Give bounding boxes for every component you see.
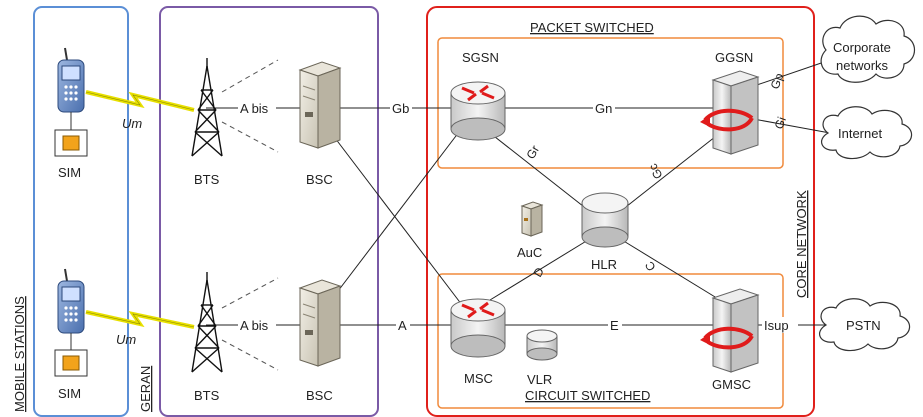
bsc-server-top-icon [298, 61, 342, 149]
sgsn-label: SGSN [462, 50, 499, 65]
bts-tower-top-icon [191, 58, 223, 157]
sim-card-top-icon [54, 129, 88, 157]
mobile-phone-bottom-icon [57, 268, 85, 334]
radio-link-bottom-icon [85, 310, 195, 329]
geran-label: GERAN [138, 366, 153, 412]
gmsc-gateway-icon [700, 288, 760, 373]
e-interface-label: E [610, 318, 619, 333]
mobile-phone-top-icon [57, 47, 85, 113]
internet-cloud [820, 106, 913, 160]
sim-top-label: SIM [58, 165, 81, 180]
vlr-label: VLR [527, 372, 552, 387]
sgsn-router-icon [450, 81, 506, 141]
corporate-cloud-line2: networks [836, 58, 889, 73]
gmsc-label: GMSC [712, 377, 751, 392]
um-bottom-label: Um [116, 332, 136, 347]
hlr-database-icon [581, 192, 629, 248]
geran-box [159, 6, 379, 417]
bsc-server-bottom-icon [298, 279, 342, 367]
packet-switched-box [437, 37, 784, 169]
gp-interface-label: Gp [768, 71, 787, 91]
bts-bottom-label: BTS [194, 388, 220, 403]
gr-interface-label: Gr [523, 143, 542, 162]
pstn-cloud [818, 298, 911, 352]
circuit-switched-label: CIRCUIT SWITCHED [525, 388, 650, 403]
auc-label: AuC [517, 245, 542, 260]
isup-interface-label: Isup [764, 318, 789, 333]
radio-link-top-icon [85, 90, 195, 112]
bsc-bottom-label: BSC [306, 388, 333, 403]
pstn-cloud-label: PSTN [846, 318, 881, 333]
corporate-networks-cloud [820, 15, 916, 83]
ggsn-label: GGSN [715, 50, 753, 65]
bts-sector-lines [221, 59, 279, 371]
sim-card-bottom-icon [54, 349, 88, 377]
auc-server-icon [520, 201, 544, 237]
sim-bottom-label: SIM [58, 386, 81, 401]
abis-bottom-label: A bis [240, 318, 269, 333]
bts-tower-bottom-icon [191, 272, 223, 373]
internet-cloud-label: Internet [838, 126, 882, 141]
gb-interface-label: Gb [392, 101, 409, 116]
a-interface-label: A [398, 318, 407, 333]
circuit-switched-box [437, 273, 784, 409]
bts-top-label: BTS [194, 172, 220, 187]
abis-top-label: A bis [240, 101, 269, 116]
hlr-label: HLR [591, 257, 617, 272]
connection-lines [206, 59, 831, 326]
vlr-database-icon [526, 329, 558, 361]
gc-interface-label: Gc [646, 161, 666, 181]
core-network-box [426, 6, 815, 417]
gi-interface-label: Gi [772, 115, 789, 131]
corporate-cloud-line1: Corporate [833, 40, 891, 55]
bsc-top-label: BSC [306, 172, 333, 187]
mobile-stations-label: MOBILE STATIONS [12, 296, 27, 412]
core-network-label: CORE NETWORK [794, 190, 809, 298]
msc-label: MSC [464, 371, 493, 386]
packet-switched-label: PACKET SWITCHED [530, 20, 654, 35]
mobile-stations-box [33, 6, 129, 417]
gn-interface-label: Gn [595, 101, 612, 116]
msc-router-icon [450, 298, 506, 358]
um-top-label: Um [122, 116, 142, 131]
ggsn-gateway-icon [700, 70, 760, 155]
